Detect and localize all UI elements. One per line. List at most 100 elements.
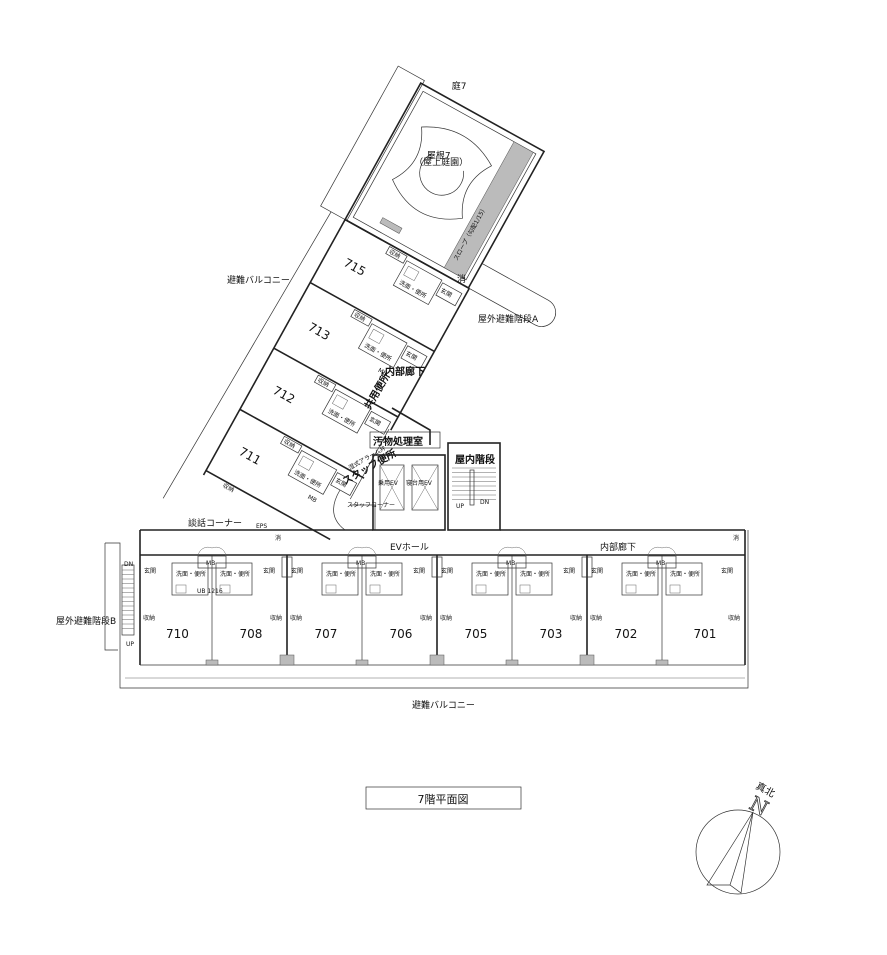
wing-washroom-label: 洗面・便所	[398, 278, 428, 300]
unit-washroom-label: 洗面・便所	[520, 570, 550, 578]
title-box	[365, 786, 522, 810]
lounge-label: 談話コーナー	[188, 517, 242, 529]
indoor-stair	[447, 442, 501, 531]
evac-balcony-top-label: 避難バルコニー	[227, 274, 290, 286]
mb-label: MB	[656, 560, 665, 567]
unit-storage-label: 収納	[570, 614, 582, 622]
wing-room-wall	[239, 408, 365, 479]
stair-b-up: UP	[126, 641, 134, 648]
mb-door-swing	[497, 546, 527, 557]
unit-entry-label: 玄関	[441, 567, 453, 575]
unit-washroom-label: 洗面・便所	[626, 570, 656, 578]
court-outline	[320, 65, 425, 222]
outdoor-stair-b-outline	[104, 543, 118, 651]
unit-entry-label: 玄関	[721, 567, 733, 575]
column	[579, 654, 595, 666]
sink-fixture	[475, 584, 487, 594]
unit-washroom-label: 洗面・便所	[220, 570, 250, 578]
eps-label: EPS	[256, 523, 267, 530]
unit-entry-label: 玄関	[563, 567, 575, 575]
ub-label: UB 1216	[197, 588, 223, 595]
wing-washroom	[321, 388, 372, 434]
unit-washroom	[321, 562, 359, 596]
unit-washroom-label: 洗面・便所	[326, 570, 356, 578]
wing-room-wall	[309, 281, 435, 353]
staff-corner-label: スタッフコーナー	[347, 501, 395, 509]
column	[279, 654, 295, 666]
mb-door-swing	[197, 546, 227, 557]
unit-storage-label: 収納	[440, 614, 452, 622]
wall-end	[505, 659, 519, 666]
elevator-core	[372, 454, 446, 531]
unit-storage-label: 収納	[420, 614, 432, 622]
indoor-stair-dn: DN	[480, 499, 489, 506]
ev-hall-label: EVホール	[390, 542, 429, 553]
wing-entry-label: 玄関	[368, 415, 382, 428]
wing-washroom-label: 洗面・便所	[327, 407, 357, 429]
main-rooms: 洗面・便所玄関収納710MB洗面・便所玄関収納708洗面・便所玄関収納707MB…	[143, 546, 740, 666]
court-label: 庭7	[452, 80, 467, 92]
indoor-stair-up: UP	[456, 503, 464, 510]
garden-circle	[419, 153, 464, 196]
wing-entry	[364, 410, 392, 435]
sink-fixture	[669, 584, 681, 594]
unit-storage-label: 収納	[143, 614, 155, 622]
main-room-number: 710	[166, 627, 189, 641]
wing-storage	[313, 374, 337, 393]
indoor-stair-label: 屋内階段	[455, 453, 495, 466]
column	[429, 654, 445, 666]
soiled-room-label: 汚物処理室	[373, 435, 423, 448]
stair-b-dn: DN	[124, 561, 133, 568]
diagonal-wing: 庭7 屋根7 （屋上庭園） スロープ（勾配1/15） 収納玄関洗面・便所715収…	[162, 65, 557, 541]
main-room-number: 703	[540, 627, 563, 641]
wing-storage-label: 収納	[221, 481, 235, 494]
wing-mb-label: MB	[306, 494, 318, 505]
sink-fixture	[175, 584, 187, 594]
wing-storage	[350, 309, 373, 327]
wing-rooms: 収納玄関洗面・便所715収納玄関洗面・便所MB713収納玄関洗面・便所712収納…	[205, 218, 470, 541]
main-balcony-railing	[105, 530, 749, 689]
bed-ev-shaft	[411, 464, 439, 511]
main-room-number: 708	[240, 627, 263, 641]
staff-corner-counter	[333, 489, 376, 531]
wing-room-number: 713	[306, 320, 333, 343]
mb-label: MB	[356, 560, 365, 567]
soiled-room-wall	[391, 407, 431, 445]
unit-entry-label: 玄関	[291, 567, 303, 575]
wing-washroom-label: 洗面・便所	[363, 341, 393, 363]
wing-balcony-railing	[162, 211, 332, 499]
evac-balcony-bottom-label: 避難バルコニー	[412, 699, 475, 711]
wall-end	[655, 659, 669, 666]
unit-entry-label: 玄関	[263, 567, 275, 575]
wing-washroom	[392, 260, 443, 306]
wing-corridor-label: 内部廊下	[385, 365, 425, 378]
unit-storage-label: 収納	[290, 614, 302, 622]
sink-fixture	[325, 584, 337, 594]
extinguisher-label-3: 消	[733, 534, 739, 542]
mb-label: MB	[506, 560, 515, 567]
unit-storage-label: 収納	[270, 614, 282, 622]
outdoor-stair-a	[468, 263, 557, 327]
unit-washroom	[621, 562, 659, 596]
wing-toilet-fixture	[332, 394, 349, 410]
garden-path	[391, 126, 492, 220]
unit-washroom-label: 洗面・便所	[670, 570, 700, 578]
wing-corridor-wall	[390, 288, 470, 431]
mb-door-swing	[347, 546, 377, 557]
wing-toilet-fixture	[368, 328, 385, 345]
unit-storage-label: 収納	[728, 614, 740, 622]
wing-entry-label: 玄関	[404, 349, 418, 362]
garden-bench	[379, 217, 403, 234]
unit-washroom	[365, 562, 403, 596]
wing-corridor-wall-lower	[349, 428, 390, 500]
sink-fixture	[369, 584, 381, 594]
wing-room-wall	[273, 347, 399, 418]
passenger-ev-label: 乗用EV	[378, 480, 399, 487]
unit-washroom	[215, 562, 253, 596]
roof-garden-sub-label: （屋上庭園）	[414, 156, 468, 168]
pipe-shaft	[431, 556, 443, 578]
pipe-shaft	[581, 556, 593, 578]
wing-washroom	[357, 323, 408, 369]
wing-storage	[385, 246, 408, 264]
outdoor-stair-b	[121, 564, 135, 636]
